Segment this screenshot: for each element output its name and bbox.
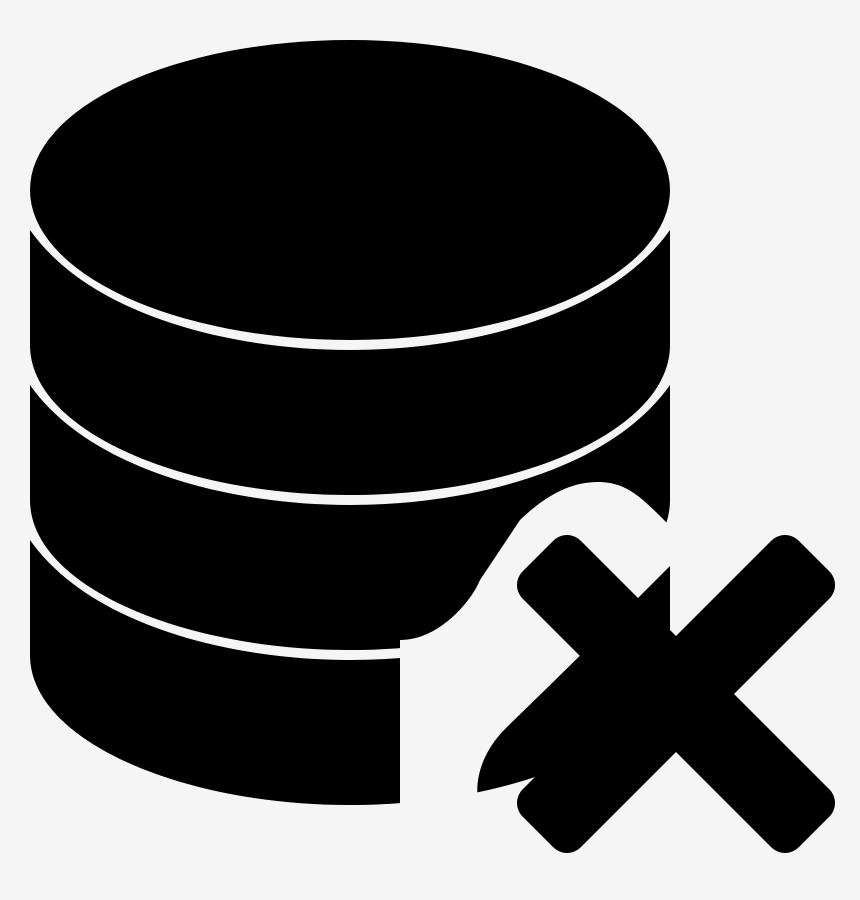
database-disk-upper [30, 230, 670, 495]
database-icon [30, 40, 670, 805]
database-top [30, 40, 670, 340]
database-disk-bottom [30, 540, 670, 805]
close-icon [517, 535, 835, 853]
